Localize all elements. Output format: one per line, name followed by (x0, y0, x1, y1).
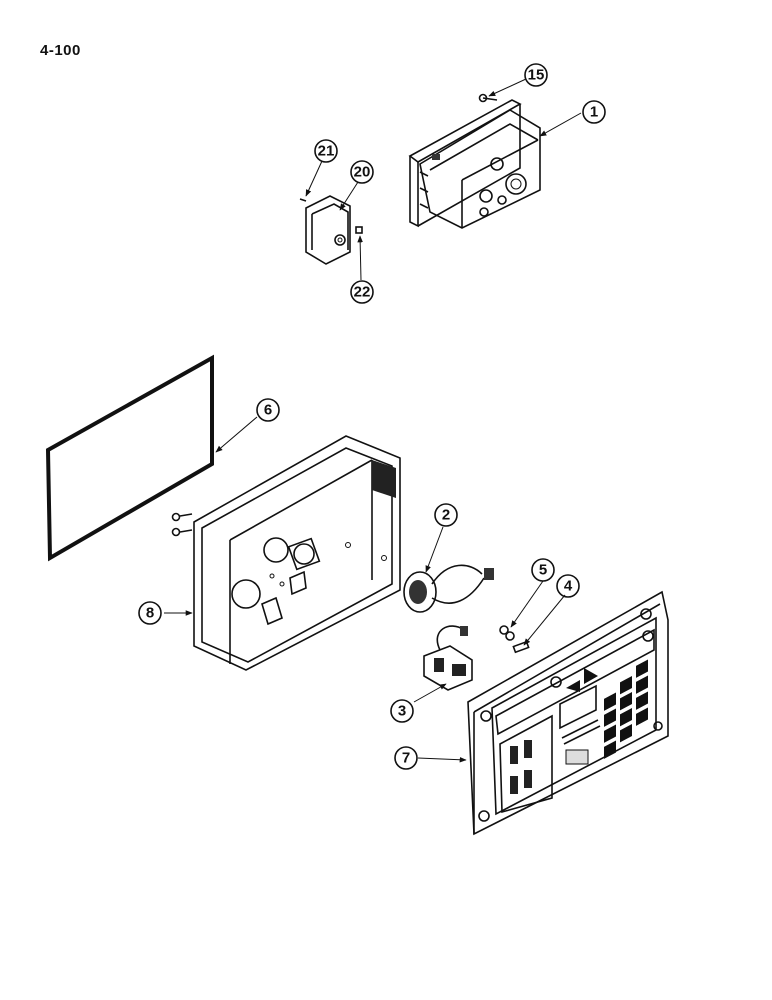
part-21-screw (299, 198, 307, 202)
callout-1: 1 (582, 100, 606, 124)
callout-21-label: 21 (318, 143, 335, 160)
callout-7: 7 (394, 746, 418, 770)
part-3-switch-assembly (423, 625, 473, 691)
callout-15: 15 (524, 63, 548, 87)
callout-2-label: 2 (442, 507, 450, 524)
callout-3-label: 3 (398, 703, 406, 720)
part-8-console-case (193, 435, 401, 671)
callout-5-label: 5 (539, 562, 547, 579)
callout-22-label: 22 (354, 284, 371, 301)
leader-lines (164, 78, 582, 763)
part-22-nut (355, 226, 363, 234)
callout-6-label: 6 (264, 402, 272, 419)
callout-15-label: 15 (528, 67, 545, 84)
part-7-control-panel (467, 590, 669, 836)
part-6-gasket (45, 354, 214, 562)
callout-1-label: 1 (590, 104, 598, 121)
callout-20-label: 20 (354, 164, 371, 181)
callout-8: 8 (138, 601, 162, 625)
part-15-screw (478, 93, 498, 103)
callout-8-label: 8 (146, 605, 154, 622)
part-2-buzzer (403, 564, 494, 613)
part-1-module-housing (408, 99, 541, 229)
keypad (604, 659, 648, 759)
callout-2: 2 (434, 503, 458, 527)
part-5-clip (499, 625, 515, 641)
part-8-screws (171, 512, 193, 537)
callout-7-label: 7 (402, 750, 410, 767)
callout-6: 6 (256, 398, 280, 422)
callout-4-label: 4 (564, 578, 573, 595)
callout-21: 21 (314, 139, 338, 163)
callout-3: 3 (390, 699, 414, 723)
callout-22: 22 (350, 280, 374, 304)
page-number: 4-100 (40, 42, 81, 59)
part-20-receptacle (305, 195, 351, 265)
part-4-clip (512, 640, 530, 654)
callout-20: 20 (350, 160, 374, 184)
callout-4: 4 (556, 574, 580, 598)
callout-5: 5 (531, 558, 555, 582)
